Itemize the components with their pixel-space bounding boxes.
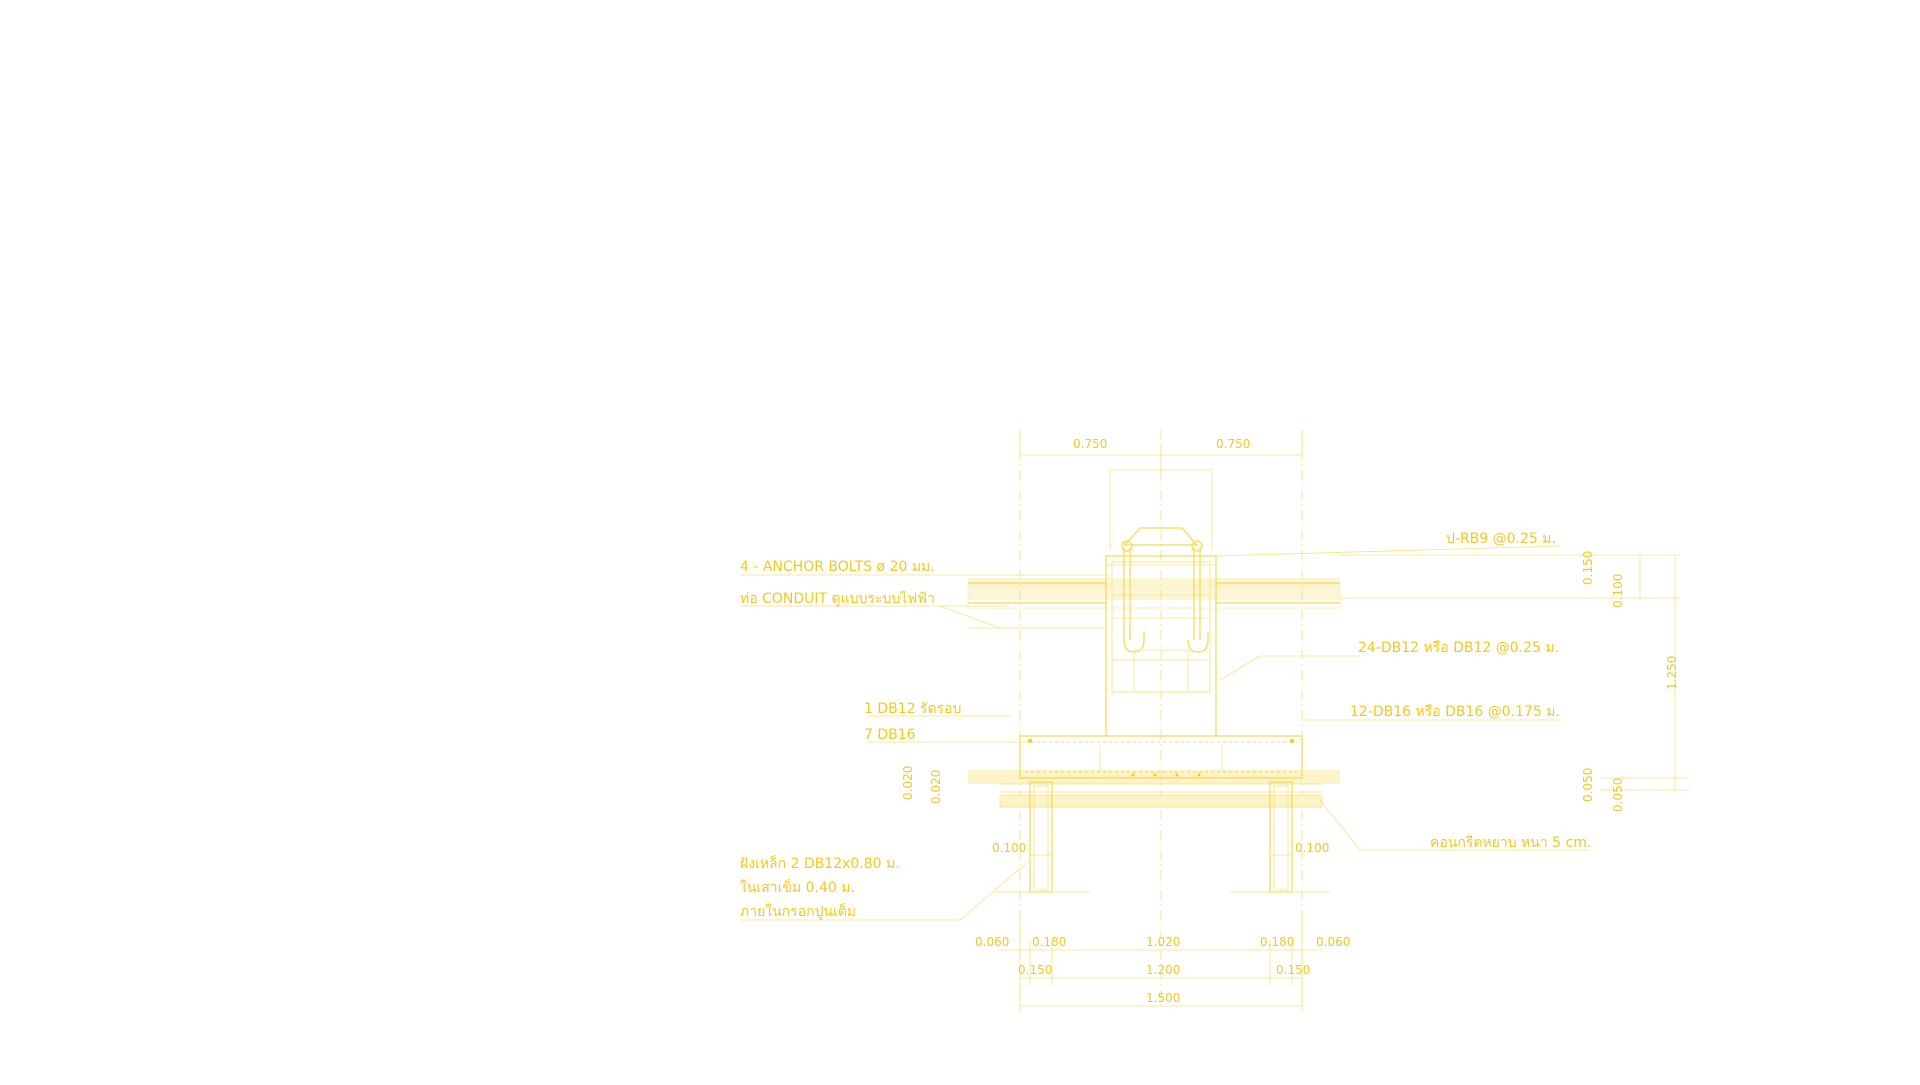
dim-b-180-left: 0.180 (1032, 935, 1066, 949)
label-ring-1db12: 1 DB12 รัดรอบ (864, 701, 961, 717)
dim-right-100: 0.100 (1611, 574, 1625, 608)
dim-pile-right-100: 0.100 (1295, 841, 1329, 855)
label-lean-concrete: คอนกรีตหยาบ หนา 5 cm. (1430, 835, 1591, 851)
label-rebar-12: 12-DB16 หรือ DB16 @0.175 ม. (1350, 704, 1560, 720)
dim-b-060-right: 0.060 (1316, 935, 1350, 949)
label-stirrup-top: ป-RB9 @0.25 ม. (1446, 531, 1556, 547)
dim-right-total: 1.250 (1665, 656, 1679, 690)
dim-top-left: 0.750 (1073, 437, 1107, 451)
leader-lines (740, 545, 1590, 921)
top-dimension (1019, 430, 1303, 550)
label-anchor-bolts: 4 - ANCHOR BOLTS ø 20 มม. (740, 559, 935, 575)
dim-left-020a: 0.020 (901, 766, 915, 800)
footing (999, 735, 1323, 808)
label-rebar-24: 24-DB12 หรือ DB12 @0.25 ม. (1358, 640, 1559, 656)
dim-top-right: 0.750 (1216, 437, 1250, 451)
label-dowel-line2: ในเสาเข็ม 0.40 ม. (740, 878, 855, 896)
dim-pile-left-100: 0.100 (992, 841, 1026, 855)
piles (995, 781, 1330, 893)
dim-b-1200: 1.200 (1146, 963, 1180, 977)
dim-b-180-right: 0.180 (1260, 935, 1294, 949)
dim-b-1020: 1.020 (1146, 935, 1180, 949)
dim-right-050a: 0.050 (1581, 768, 1595, 802)
label-dowel-line1: ฝังเหล็ก 2 DB12x0.80 ม. (740, 854, 900, 872)
dim-right-150: 0.150 (1581, 551, 1595, 585)
dim-b-150-left: 0.150 (1018, 963, 1052, 977)
label-conduit: ท่อ CONDUIT ดูแบบระบบไฟฟ้า (740, 590, 935, 607)
label-bars-7db16: 7 DB16 (864, 727, 916, 743)
center-lines (1019, 430, 1303, 1010)
bottom-dimensions (1000, 920, 1322, 1012)
right-dimensions (1600, 555, 1690, 791)
pedestal (1105, 527, 1217, 737)
dim-b-1500: 1.500 (1146, 991, 1180, 1005)
dim-b-150-right: 0.150 (1276, 963, 1310, 977)
ground-hatch (967, 578, 1341, 784)
dim-right-050b: 0.050 (1611, 778, 1625, 812)
dim-b-060-left: 0.060 (975, 935, 1009, 949)
label-dowel-line3: ภายในกรอกปูนเต็ม (740, 902, 856, 920)
grade-slab (968, 554, 1680, 629)
dim-left-020b: 0.020 (929, 770, 943, 804)
